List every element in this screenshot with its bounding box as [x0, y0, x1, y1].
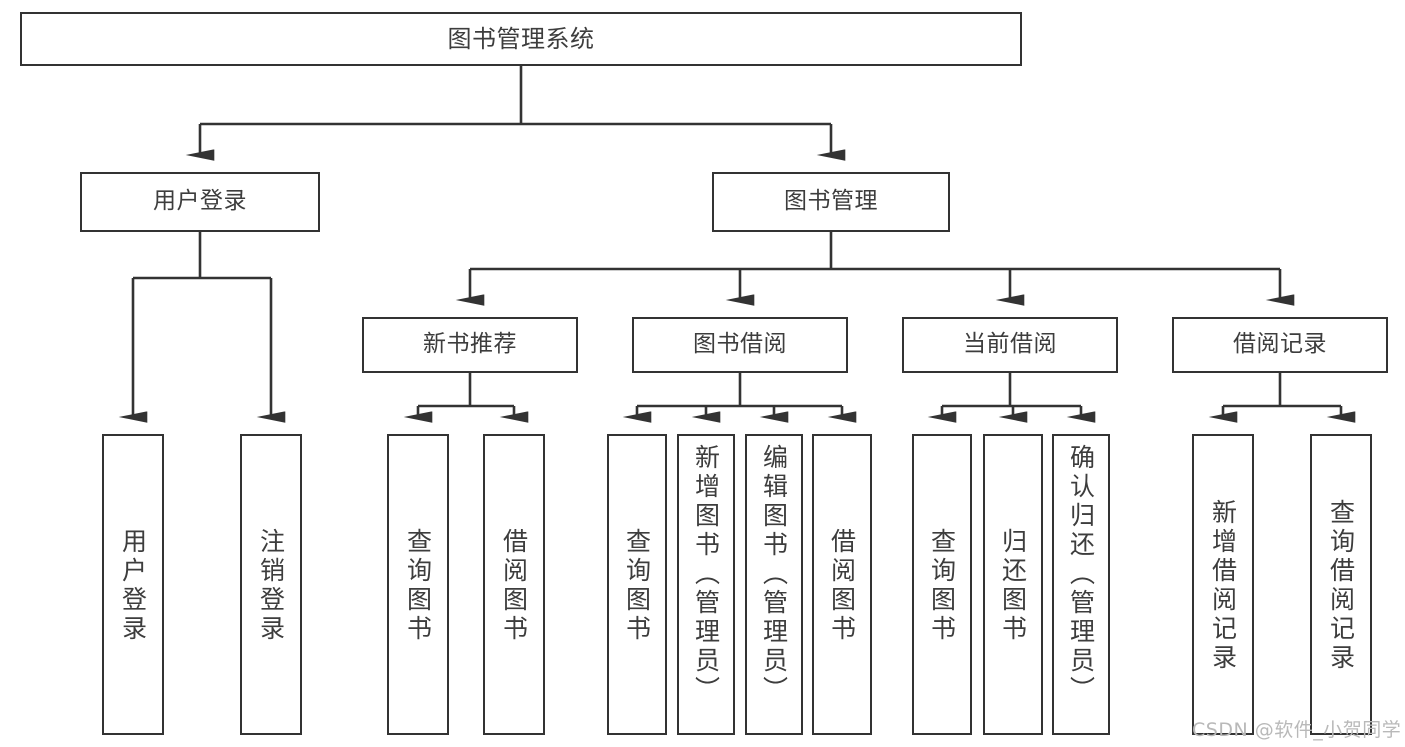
leaf-borrow-book-1[interactable]: 借阅图书 — [483, 434, 545, 735]
leaf-borrow-book-2-label: 借阅图书 — [827, 527, 857, 644]
leaf-logout[interactable]: 注销登录 — [240, 434, 302, 735]
leaf-return-book[interactable]: 归还图书 — [983, 434, 1043, 735]
leaf-borrow-book-2[interactable]: 借阅图书 — [812, 434, 872, 735]
leaf-add-book-label: 新增图书（管理员） — [691, 444, 721, 705]
leaf-add-borrow-record[interactable]: 新增借阅记录 — [1192, 434, 1254, 735]
leaf-query-borrow-record-label: 查询借阅记录 — [1326, 498, 1356, 673]
node-book-borrow-label: 图书借阅 — [693, 331, 787, 358]
csdn-watermark: CSDN @软件_小贺同学 — [1192, 719, 1402, 741]
leaf-logout-label: 注销登录 — [256, 527, 286, 644]
leaf-edit-book[interactable]: 编辑图书（管理员） — [745, 434, 803, 735]
leaf-query-book-3-label: 查询图书 — [927, 527, 957, 644]
root-node-label: 图书管理系统 — [447, 24, 595, 53]
node-new-book-recommend[interactable]: 新书推荐 — [362, 317, 578, 373]
leaf-confirm-return-label: 确认归还（管理员） — [1066, 444, 1096, 705]
leaf-edit-book-label: 编辑图书（管理员） — [759, 444, 789, 705]
leaf-user-login[interactable]: 用户登录 — [102, 434, 164, 735]
leaf-query-book-3[interactable]: 查询图书 — [912, 434, 972, 735]
leaf-query-borrow-record[interactable]: 查询借阅记录 — [1310, 434, 1372, 735]
leaf-query-book-2-label: 查询图书 — [622, 527, 652, 644]
node-user-login[interactable]: 用户登录 — [80, 172, 320, 232]
node-new-book-recommend-label: 新书推荐 — [423, 331, 517, 358]
leaf-add-book[interactable]: 新增图书（管理员） — [677, 434, 735, 735]
node-current-borrow-label: 当前借阅 — [963, 331, 1057, 358]
leaf-query-book-1[interactable]: 查询图书 — [387, 434, 449, 735]
node-user-login-label: 用户登录 — [153, 188, 247, 215]
node-book-management-label: 图书管理 — [784, 188, 878, 215]
leaf-user-login-label: 用户登录 — [118, 527, 148, 644]
leaf-confirm-return[interactable]: 确认归还（管理员） — [1052, 434, 1110, 735]
node-book-borrow[interactable]: 图书借阅 — [632, 317, 848, 373]
node-book-management[interactable]: 图书管理 — [712, 172, 950, 232]
leaf-borrow-book-1-label: 借阅图书 — [499, 527, 529, 644]
leaf-return-book-label: 归还图书 — [998, 527, 1028, 644]
leaf-add-borrow-record-label: 新增借阅记录 — [1208, 498, 1238, 673]
node-borrow-record-label: 借阅记录 — [1233, 331, 1327, 358]
leaf-query-book-1-label: 查询图书 — [403, 527, 433, 644]
leaf-query-book-2[interactable]: 查询图书 — [607, 434, 667, 735]
node-borrow-record[interactable]: 借阅记录 — [1172, 317, 1388, 373]
root-node[interactable]: 图书管理系统 — [20, 12, 1022, 66]
node-current-borrow[interactable]: 当前借阅 — [902, 317, 1118, 373]
